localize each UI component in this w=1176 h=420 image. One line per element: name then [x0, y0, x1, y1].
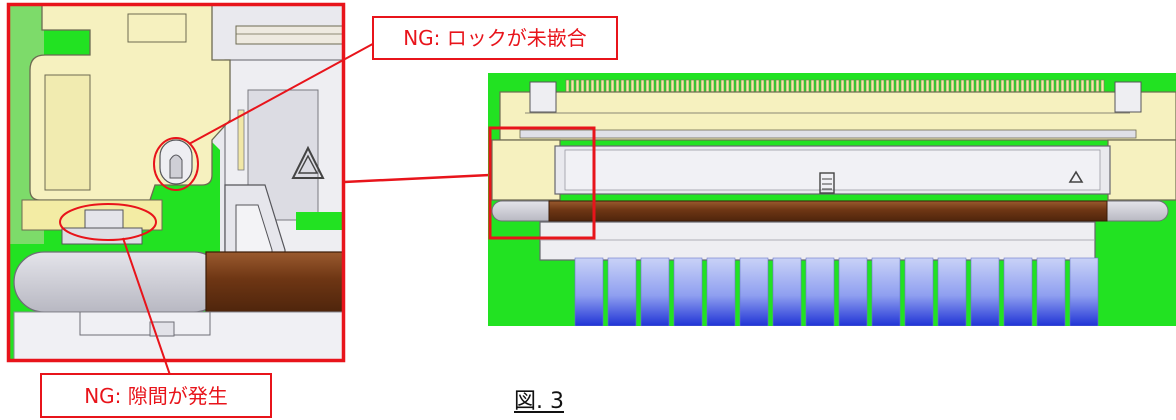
- triangle-mark-icon: [1068, 170, 1084, 183]
- figure-caption: 図. 3: [514, 389, 564, 414]
- contact-pin: [805, 257, 835, 326]
- contact-pin: [1003, 257, 1033, 326]
- contact-pin: [970, 257, 1000, 326]
- lock-highlight: [153, 137, 199, 191]
- callout-lock-not-engaged: NG: ロックが未嵌合: [372, 16, 618, 60]
- zoom-frame: [6, 2, 346, 363]
- contact-pin: [1036, 257, 1066, 326]
- gap-pointer: [122, 237, 171, 376]
- contact-pin: [838, 257, 868, 326]
- zoom-link-line: [343, 173, 491, 184]
- contact-pin: [772, 257, 802, 326]
- contact-pin: [1069, 257, 1099, 326]
- contact-array: [574, 257, 1099, 326]
- ladder-mark-icon: [819, 172, 835, 194]
- zoom-source-box: [488, 126, 596, 240]
- contact-pin: [937, 257, 967, 326]
- callout-gap-text: NG: 隙間が発生: [84, 383, 228, 408]
- callout-lock-text: NG: ロックが未嵌合: [403, 26, 587, 50]
- connector-view: [488, 73, 1176, 326]
- contact-pin: [739, 257, 769, 326]
- contact-pin: [673, 257, 703, 326]
- contact-pin: [871, 257, 901, 326]
- triangle-mark-icon: [291, 145, 325, 179]
- callout-gap-occurred: NG: 隙間が発生: [40, 373, 272, 418]
- zoomed-view: [8, 4, 344, 361]
- gap-highlight: [59, 203, 157, 241]
- lock-pointer: [188, 39, 381, 145]
- pin-comb: [565, 79, 1105, 95]
- contact-pin: [607, 257, 637, 326]
- contact-pin: [904, 257, 934, 326]
- contact-pin: [640, 257, 670, 326]
- contact-pin: [706, 257, 736, 326]
- contact-pin: [574, 257, 604, 326]
